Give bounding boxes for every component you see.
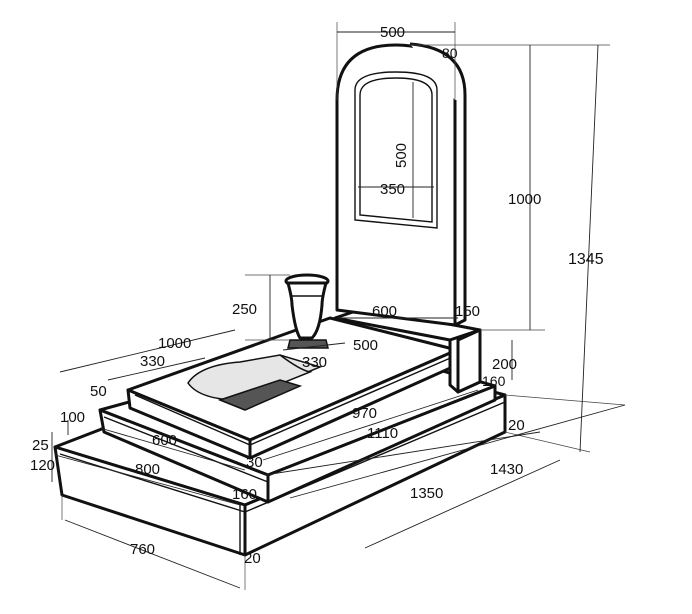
dim-inner-left: 330 (140, 353, 165, 370)
dim-slab-edge: 20 (508, 417, 525, 434)
dim-base-offset: 25 (32, 437, 49, 454)
dim-bottom-width: 760 (130, 541, 155, 558)
dim-inner-width: 500 (353, 337, 378, 354)
dim-frame-length: 970 (352, 405, 377, 422)
dim-stele-base-height: 200 (492, 356, 517, 373)
dim-total-height: 1345 (568, 251, 604, 268)
vase (284, 273, 330, 349)
dim-bottom-edge: 20 (244, 550, 261, 567)
dim-bottom-length: 1350 (410, 485, 443, 502)
dim-flowerbed-length: 1000 (158, 335, 191, 352)
dim-side-a: 160 (482, 373, 506, 389)
dim-slab-length: 1110 (367, 425, 398, 442)
dimension-labels: 500 80 500 350 1000 1345 250 600 150 100… (30, 24, 604, 567)
dim-base-length: 1430 (490, 461, 523, 478)
dim-base-width-mid: 800 (135, 461, 160, 478)
dim-frame-edge: 30 (246, 454, 263, 471)
dim-base-height: 120 (30, 457, 55, 474)
dim-stele-base-width: 600 (372, 303, 397, 320)
dim-stele-thickness-top: 80 (442, 45, 458, 61)
dim-plaque-width: 350 (380, 181, 405, 198)
dim-vase-height: 250 (232, 301, 257, 318)
dim-plaque-height: 500 (393, 143, 410, 168)
dim-step-width: 600 (152, 432, 177, 449)
stele (335, 42, 467, 327)
dim-stele-base-depth: 150 (455, 303, 480, 320)
dim-step-offset: 50 (90, 383, 107, 400)
dim-inner-right: 330 (302, 354, 327, 371)
dim-stele-height: 1000 (508, 191, 541, 208)
dim-stele-width: 500 (380, 24, 405, 41)
dim-front-edge: 160 (232, 486, 257, 503)
dimension-lines (51, 31, 626, 589)
dim-step-height: 100 (60, 409, 85, 426)
